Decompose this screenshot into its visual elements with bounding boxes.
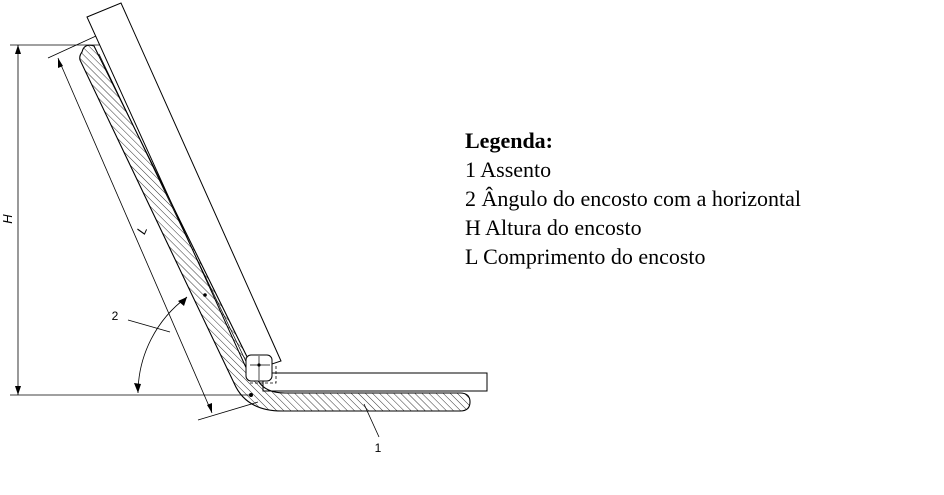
- hatched-profile: [79, 44, 471, 412]
- legend-item: 2 Ângulo do encosto com a horizontal: [465, 186, 802, 211]
- length-dimension: [47, 35, 259, 421]
- angle-callout: 2: [112, 309, 119, 323]
- legend-title: Legenda:: [465, 128, 553, 153]
- seat-callout: 1: [375, 441, 382, 455]
- pivot-marker: [203, 293, 277, 397]
- height-label: H: [0, 214, 15, 224]
- legend-item: H Altura do encosto: [465, 215, 642, 240]
- angle-arc: [134, 296, 188, 394]
- backrest-reference-line: [98, 53, 252, 373]
- legend: Legenda: 1 Assento 2 Ângulo do encosto c…: [465, 126, 801, 271]
- legend-item: L Comprimento do encosto: [465, 244, 706, 269]
- angle-leader: [127, 319, 171, 333]
- seat-leader: [363, 403, 380, 438]
- legend-item: 1 Assento: [465, 157, 552, 182]
- seat-board: [262, 372, 488, 392]
- length-label: L: [134, 224, 151, 237]
